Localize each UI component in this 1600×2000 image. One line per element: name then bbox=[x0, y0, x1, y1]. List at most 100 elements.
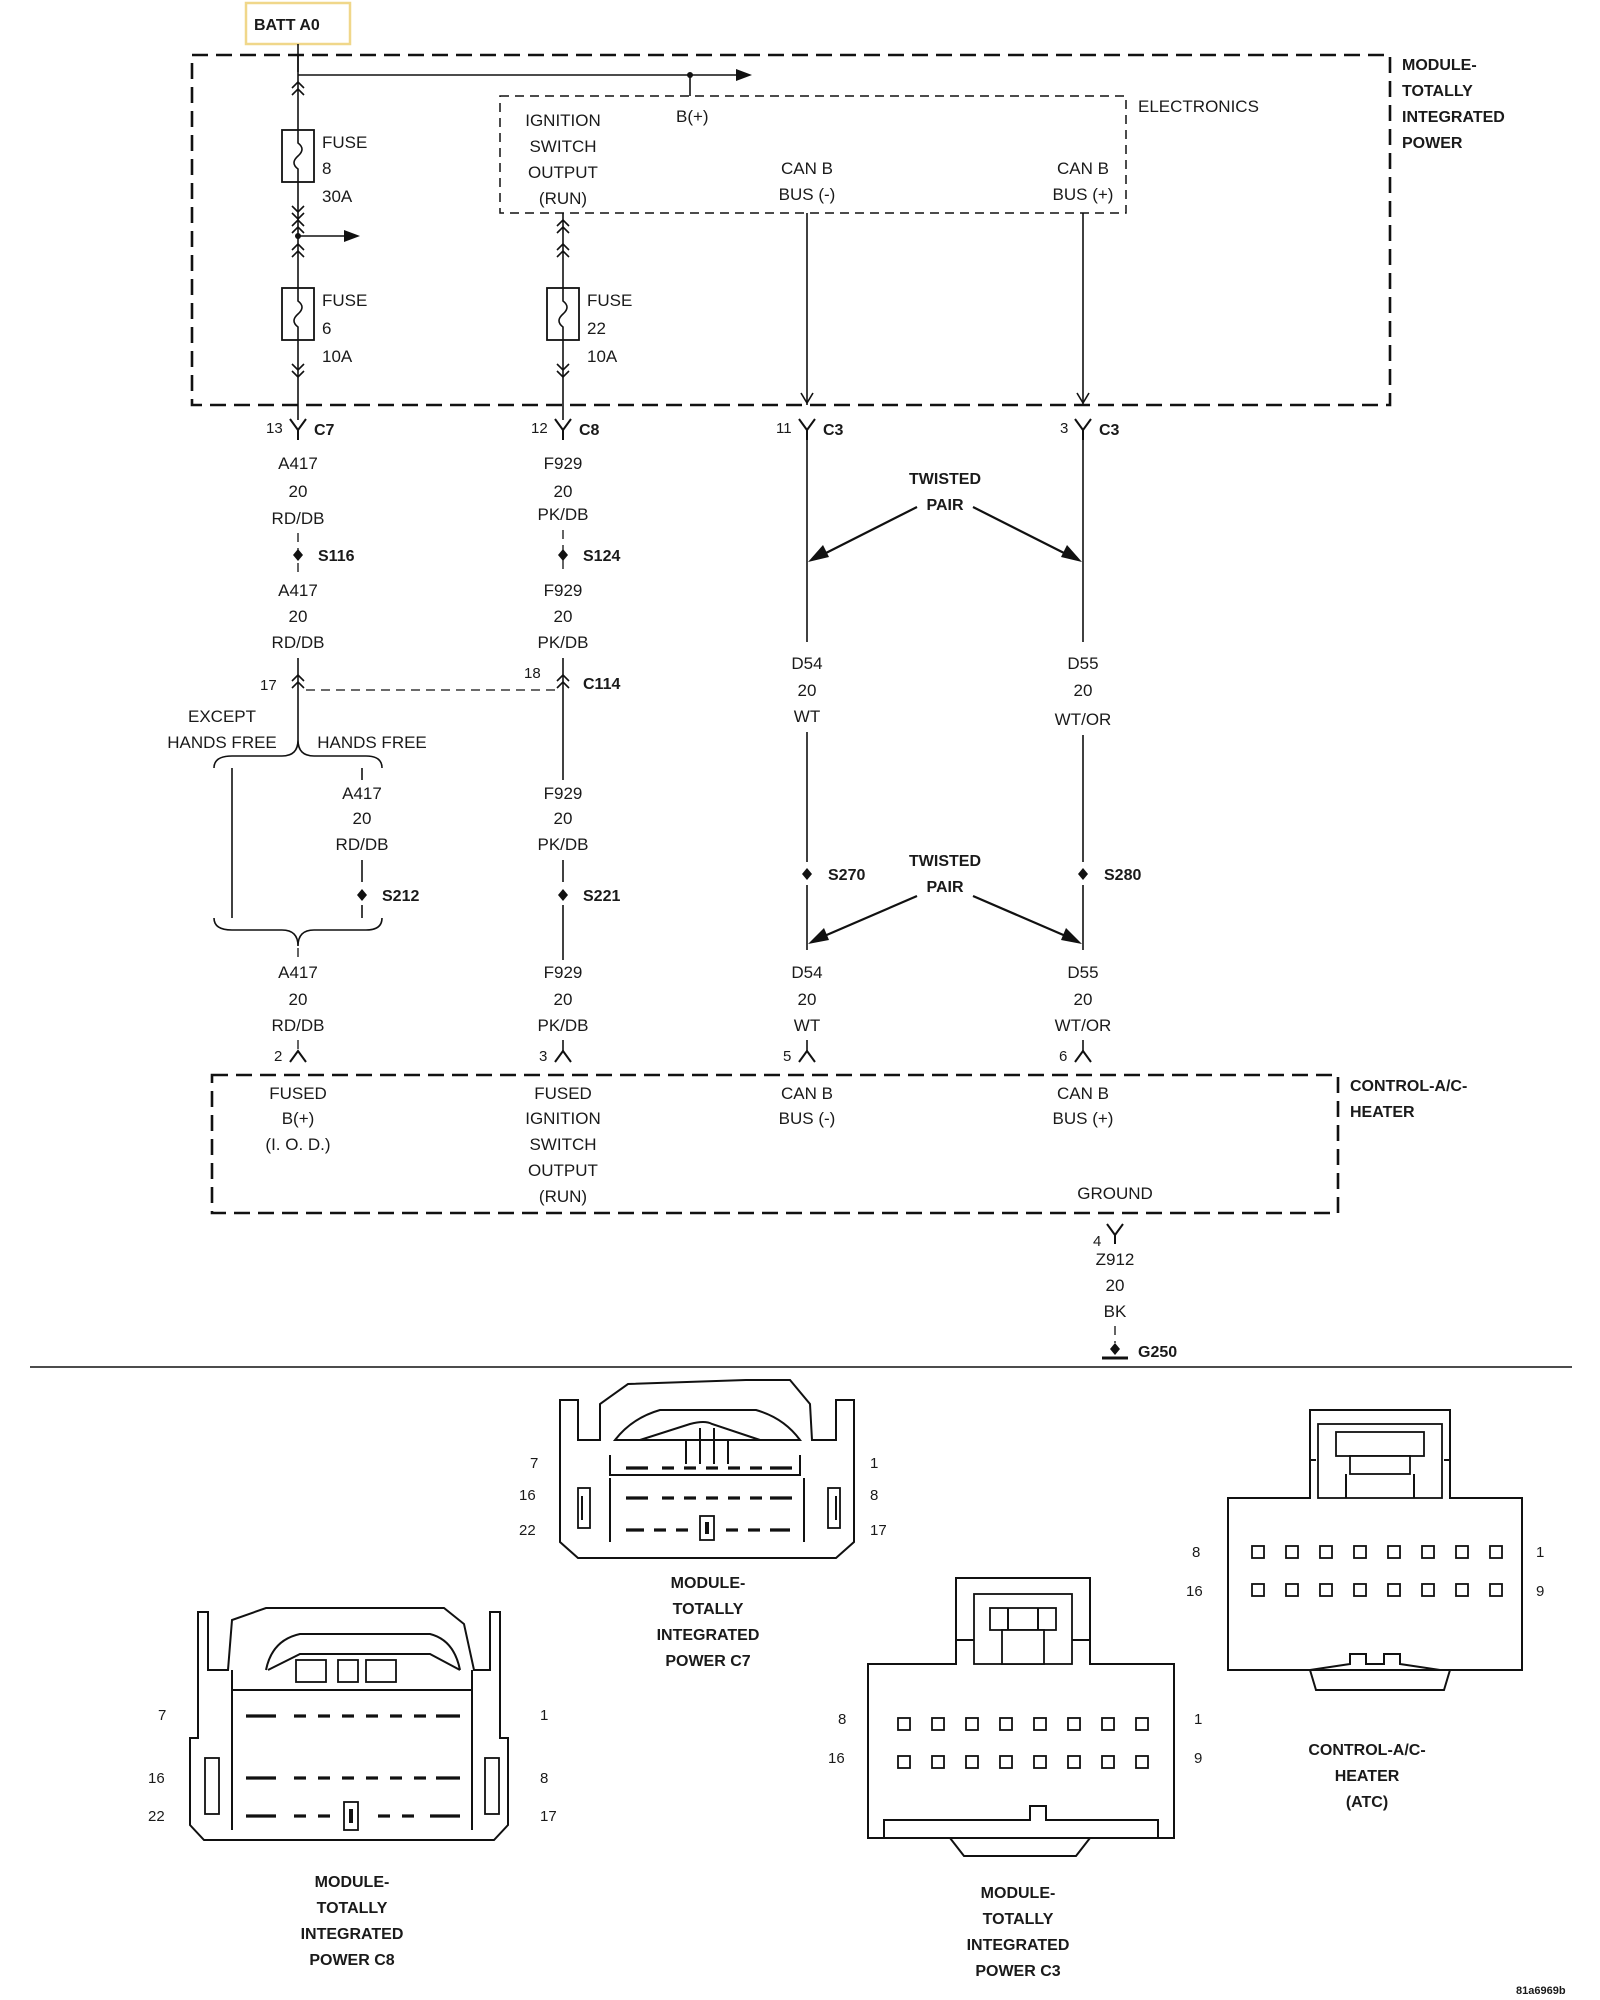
d55-upper-gauge: 20 bbox=[1074, 681, 1093, 700]
fuse-8-label: FUSE bbox=[322, 133, 367, 152]
d54-lower-gauge: 20 bbox=[798, 990, 817, 1009]
a417-lower-color: RD/DB bbox=[272, 1016, 325, 1035]
hvac-pin-5: 5 bbox=[783, 1048, 791, 1065]
a417-lower-code: A417 bbox=[278, 963, 318, 982]
f929-mid-code: F929 bbox=[544, 581, 583, 600]
d54-upper-gauge: 20 bbox=[798, 681, 817, 700]
hvac-can-plus-line-1: CAN B bbox=[1057, 1084, 1109, 1103]
fuse-22-label: FUSE bbox=[587, 291, 632, 310]
f929-lower1-code: F929 bbox=[544, 784, 583, 803]
hvac-pin-6: 6 bbox=[1059, 1048, 1067, 1065]
atc-pin-8: 8 bbox=[1192, 1544, 1200, 1561]
tipm-ign-line-4: (RUN) bbox=[539, 189, 587, 208]
f929-upper-color: PK/DB bbox=[537, 505, 588, 524]
a417-mid-color: RD/DB bbox=[272, 633, 325, 652]
splice-s280: S280 bbox=[1104, 867, 1141, 884]
hvac-name-line-2: HEATER bbox=[1350, 1104, 1415, 1121]
c7-pin-16: 16 bbox=[519, 1487, 536, 1504]
a417-upper-gauge: 20 bbox=[289, 482, 308, 501]
a417-upper-code: A417 bbox=[278, 454, 318, 473]
splice-s124: S124 bbox=[583, 548, 620, 565]
connector-c7-outline bbox=[559, 1379, 855, 1559]
c8-caption-line-1: MODULE- bbox=[315, 1874, 390, 1891]
c7-pin-7: 7 bbox=[530, 1455, 538, 1472]
fuse-column-left: FUSE 8 30A FUSE 6 10A bbox=[281, 56, 367, 420]
a417-hf-code: A417 bbox=[342, 784, 382, 803]
tipm-ign-line-3: OUTPUT bbox=[528, 163, 598, 182]
fuse-6-label: FUSE bbox=[322, 291, 367, 310]
hvac-module-box bbox=[210, 1073, 1340, 1215]
connector-c8-face: 7 16 22 1 8 17 MODULE- TOTALLY INTEGRATE… bbox=[148, 1607, 557, 1969]
bplus-label: B(+) bbox=[676, 107, 709, 126]
tipm-can-minus-line-2: BUS (-) bbox=[779, 185, 836, 204]
hvac-can-plus-line-2: BUS (+) bbox=[1053, 1109, 1114, 1128]
terminal-c3b-pin: 3 bbox=[1060, 420, 1068, 437]
terminal-c8-pin: 12 bbox=[531, 420, 548, 437]
atc-pin-9: 9 bbox=[1536, 1583, 1544, 1600]
tipm-name-line-3: INTEGRATED bbox=[1402, 109, 1505, 126]
z912-color: BK bbox=[1104, 1302, 1127, 1321]
c8-pin-16: 16 bbox=[148, 1770, 165, 1787]
twisted-pair-upper-line-1: TWISTED bbox=[909, 471, 981, 488]
c8-caption-line-2: TOTALLY bbox=[317, 1900, 388, 1917]
connector-c8-outline bbox=[189, 1607, 509, 1841]
f929-lower2-gauge: 20 bbox=[554, 990, 573, 1009]
electronics-box bbox=[499, 95, 1127, 214]
fuse-column-ignition: IGNITION SWITCH OUTPUT (RUN) FUSE 22 10A bbox=[525, 111, 632, 420]
atc-caption-line-3: (ATC) bbox=[1346, 1794, 1388, 1811]
c7-caption-line-2: TOTALLY bbox=[673, 1601, 744, 1618]
c114-pin-a417: 17 bbox=[260, 677, 277, 694]
d55-upper-color: WT/OR bbox=[1055, 710, 1112, 729]
tipm-name-line-1: MODULE- bbox=[1402, 57, 1477, 74]
f929-mid-color: PK/DB bbox=[537, 633, 588, 652]
fuse-6-number: 6 bbox=[322, 319, 331, 338]
splice-s116: S116 bbox=[318, 548, 355, 565]
tipm-ign-line-1: IGNITION bbox=[525, 111, 601, 130]
twisted-pair-lower-line-2: PAIR bbox=[926, 879, 963, 896]
connector-atc-face: 8 16 1 9 CONTROL-A/C- HEATER (ATC) bbox=[1186, 1409, 1544, 1811]
f929-mid-gauge: 20 bbox=[554, 607, 573, 626]
hvac-ign-line-2: IGNITION bbox=[525, 1109, 601, 1128]
c114-pin-f929: 18 bbox=[524, 665, 541, 682]
circuit-can-b: TWISTED PAIR D54 20 WT D55 20 WT/OR S270… bbox=[791, 440, 1141, 1035]
hvac-pin-3: 3 bbox=[539, 1048, 547, 1065]
c3-caption-line-3: INTEGRATED bbox=[967, 1937, 1070, 1954]
tipm-can-plus-line-2: BUS (+) bbox=[1053, 185, 1114, 204]
c7-pin-1: 1 bbox=[870, 1455, 878, 1472]
hvac-can-minus-line-2: BUS (-) bbox=[779, 1109, 836, 1128]
atc-pin-16: 16 bbox=[1186, 1583, 1203, 1600]
c3-pin-9: 9 bbox=[1194, 1750, 1202, 1767]
d54-lower-color: WT bbox=[794, 1016, 820, 1035]
tipm-can-minus-line-1: CAN B bbox=[781, 159, 833, 178]
atc-caption-line-1: CONTROL-A/C- bbox=[1308, 1742, 1425, 1759]
option-hands-free: HANDS FREE bbox=[317, 733, 427, 752]
hvac-ign-line-4: OUTPUT bbox=[528, 1161, 598, 1180]
d55-lower-color: WT/OR bbox=[1055, 1016, 1112, 1035]
fuse-8-rating: 30A bbox=[322, 187, 353, 206]
z912-code: Z912 bbox=[1096, 1250, 1135, 1269]
f929-lower1-color: PK/DB bbox=[537, 835, 588, 854]
hvac-pin-4: 4 bbox=[1093, 1233, 1101, 1250]
d54-upper-code: D54 bbox=[791, 654, 822, 673]
c8-pin-7: 7 bbox=[158, 1707, 166, 1724]
terminal-c8-name: C8 bbox=[579, 422, 600, 439]
hvac-ground-label: GROUND bbox=[1077, 1184, 1153, 1203]
d55-lower-code: D55 bbox=[1067, 963, 1098, 982]
c3-pin-8: 8 bbox=[838, 1711, 846, 1728]
d55-lower-gauge: 20 bbox=[1074, 990, 1093, 1009]
f929-lower2-color: PK/DB bbox=[537, 1016, 588, 1035]
figure-id: 81a6969b bbox=[1516, 1985, 1566, 1997]
c114-name: C114 bbox=[583, 676, 620, 693]
z912-gauge: 20 bbox=[1106, 1276, 1125, 1295]
fuse-22-rating: 10A bbox=[587, 347, 618, 366]
fuse-6-rating: 10A bbox=[322, 347, 353, 366]
c3-caption-line-2: TOTALLY bbox=[983, 1911, 1054, 1928]
c7-caption-line-1: MODULE- bbox=[671, 1575, 746, 1592]
tipm-module-box bbox=[190, 53, 1392, 407]
c8-pin-22: 22 bbox=[148, 1808, 165, 1825]
hvac-ign-line-5: (RUN) bbox=[539, 1187, 587, 1206]
terminal-c3b-name: C3 bbox=[1099, 422, 1120, 439]
atc-caption-line-2: HEATER bbox=[1335, 1768, 1400, 1785]
bplus-feed: B(+) bbox=[297, 44, 752, 126]
